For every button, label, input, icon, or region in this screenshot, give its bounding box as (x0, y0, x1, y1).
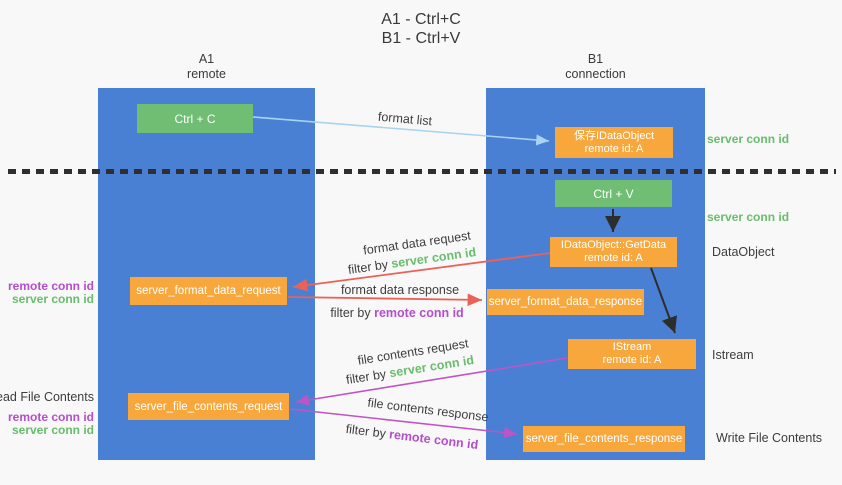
lifeline-a1-role: remote (187, 67, 226, 81)
right-label-server-conn-id-2: server conn id (707, 210, 790, 224)
node-ctrl-v-label: Ctrl + V (593, 186, 634, 201)
filter-by-text: filter by (347, 256, 393, 277)
node-istream-line2: remote id: A (602, 354, 662, 366)
node-istream: IStream remote id: A (568, 339, 696, 369)
lifeline-b1-name: B1 (587, 52, 604, 66)
title-line-2: B1 - Ctrl+V (381, 30, 461, 47)
node-save-idataobject: 保存IDataObject remote id: A (555, 127, 673, 158)
left-label-server-conn-id-1: server conn id (11, 292, 94, 306)
node-save-idataobject-line2: remote id: A (584, 142, 644, 155)
lifeline-header-a1: A1 remote (98, 52, 315, 82)
left-label-read-file-contents: Read File Contents (0, 390, 94, 404)
right-label-write-file-contents: Write File Contents (716, 431, 823, 445)
filter-by-text: filter by (344, 421, 391, 442)
lifeline-a1-name: A1 (198, 52, 215, 66)
node-istream-line1: IStream (612, 341, 652, 353)
node-idataobject-getdata-line1: IDataObject::GetData (560, 239, 667, 251)
edge-label-format-data-response: format data response (341, 283, 459, 297)
filter-by-text: filter by (345, 366, 391, 388)
node-ctrl-c: Ctrl + C (137, 104, 253, 133)
lifeline-header-b1: B1 connection (486, 52, 705, 82)
node-server-file-contents-response-label: server_file_contents_response (525, 433, 683, 445)
node-server-file-contents-request-label: server_file_contents_request (134, 400, 283, 413)
node-idataobject-getdata-line2: remote id: A (584, 252, 643, 264)
edge-label-file-contents-response: file contents response (367, 396, 489, 425)
right-label-dataobject: DataObject (712, 245, 775, 259)
phase-divider-dotted-line (8, 169, 836, 174)
edge-label-format-list: format list (377, 110, 432, 129)
node-ctrl-v: Ctrl + V (555, 180, 672, 207)
left-label-server-conn-id-2: server conn id (11, 423, 94, 437)
node-server-format-data-response: server_format_data_response (487, 289, 644, 315)
lifeline-b1-role: connection (565, 67, 626, 81)
right-label-istream: Istream (712, 348, 754, 362)
edge-label-file-contents-response-text: file contents response (366, 395, 490, 425)
edge-label-filter-by-remote-conn-id-1: filter by remote conn id (330, 306, 463, 320)
right-label-server-conn-id-1: server conn id (707, 132, 790, 146)
remote-conn-id-text: remote conn id (374, 306, 464, 320)
node-server-file-contents-response: server_file_contents_response (523, 426, 685, 452)
node-server-format-data-response-label: server_format_data_response (488, 296, 643, 308)
node-idataobject-getdata: IDataObject::GetData remote id: A (550, 237, 677, 267)
arrow-format-data-response (287, 293, 483, 307)
diagram-title: A1 - Ctrl+C B1 - Ctrl+V (0, 10, 842, 48)
title-line-1: A1 - Ctrl+C (381, 11, 461, 28)
edge-label-filter-by-remote-conn-id-2: filter by remote conn id (345, 422, 479, 452)
left-label-remote-conn-id-2: remote conn id (7, 410, 94, 424)
edge-label-format-list-text: format list (377, 109, 433, 129)
node-save-idataobject-line1: 保存IDataObject (573, 129, 655, 142)
node-ctrl-c-label: Ctrl + C (174, 111, 216, 126)
node-server-format-data-request-label: server_format_data_request (136, 285, 281, 297)
filter-by-text: filter by (330, 306, 375, 320)
node-server-format-data-request: server_format_data_request (130, 277, 287, 305)
node-server-file-contents-request: server_file_contents_request (128, 393, 289, 420)
edge-label-format-data-response-text: format data response (340, 283, 460, 297)
left-label-remote-conn-id-1: remote conn id (7, 279, 94, 293)
remote-conn-id-text: remote conn id (388, 427, 480, 453)
